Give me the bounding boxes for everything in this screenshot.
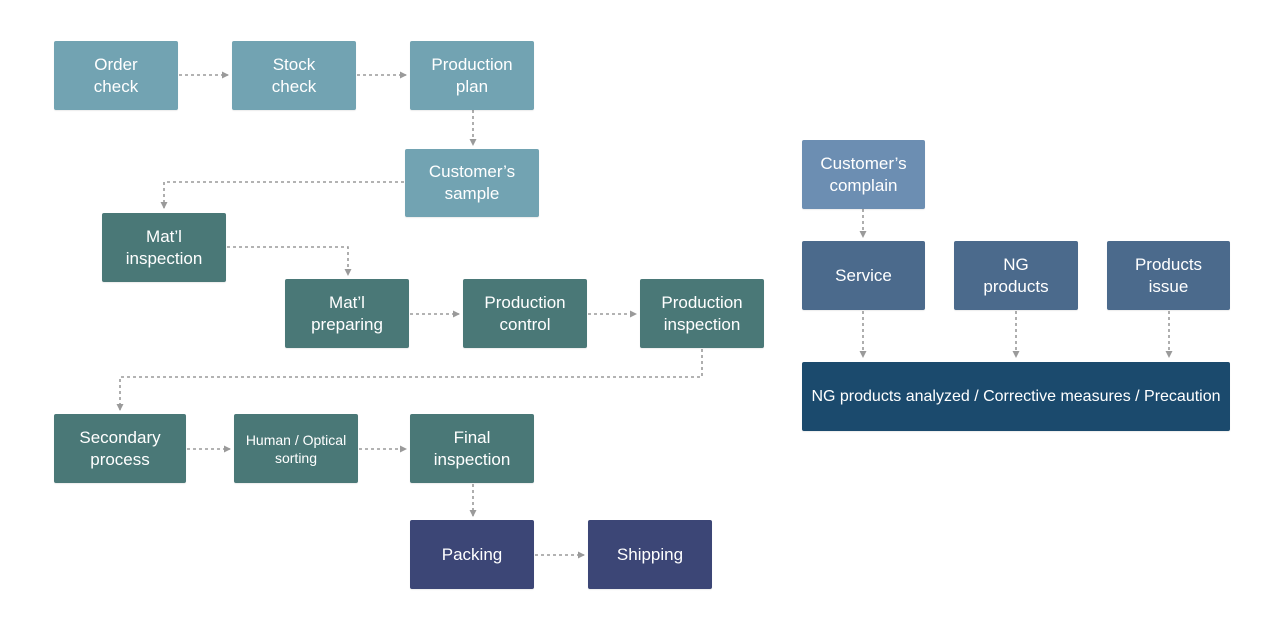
node-packing-label: Packing (441, 544, 503, 564)
node-production-control: Production control (463, 279, 587, 348)
node-products-issue: Products issue (1107, 241, 1230, 310)
node-matl-preparing-label: Mat’l preparing (311, 292, 383, 334)
node-customer-sample-label: Customer’s sample (428, 162, 516, 203)
node-ng-analysis: NG products analyzed / Corrective measur… (802, 362, 1230, 431)
node-matl-inspection-label: Mat’l inspection (125, 226, 203, 268)
arrow-sample-to-matl-inspection (160, 181, 404, 209)
node-matl-inspection: Mat’l inspection (102, 213, 226, 282)
node-sorting-label: Human / Optical sorting (245, 431, 347, 466)
node-secondary-process-label: Secondary process (79, 427, 161, 469)
node-customer-complain-label: Customer’s complain (820, 153, 907, 195)
node-stock-check-label: Stock check (271, 54, 317, 96)
arrow-matl-inspection-to-preparing (227, 246, 352, 276)
node-production-inspection: Production inspection (640, 279, 764, 348)
node-ng-products-label: NG products (983, 254, 1049, 296)
node-shipping-label: Shipping (616, 544, 684, 564)
node-production-plan-label: Production plan (431, 54, 513, 96)
node-ng-products: NG products (954, 241, 1078, 310)
node-service: Service (802, 241, 925, 310)
node-sorting: Human / Optical sorting (234, 414, 358, 483)
node-secondary-process: Secondary process (54, 414, 186, 483)
node-shipping: Shipping (588, 520, 712, 589)
node-production-control-label: Production control (484, 292, 566, 334)
node-order-check: Order check (54, 41, 178, 110)
node-packing: Packing (410, 520, 534, 589)
node-production-inspection-label: Production inspection (661, 292, 743, 334)
node-production-plan: Production plan (410, 41, 534, 110)
node-final-inspection-label: Final inspection (433, 427, 511, 469)
node-matl-preparing: Mat’l preparing (285, 279, 409, 348)
node-customer-sample: Customer’s sample (405, 149, 539, 217)
node-stock-check: Stock check (232, 41, 356, 110)
node-customer-complain: Customer’s complain (802, 140, 925, 209)
node-final-inspection: Final inspection (410, 414, 534, 483)
arrow-inspection-to-secondary (116, 349, 703, 411)
node-order-check-label: Order check (93, 54, 139, 96)
node-service-label: Service (835, 265, 892, 285)
node-ng-analysis-label: NG products analyzed / Corrective measur… (811, 387, 1221, 405)
node-products-issue-label: Products issue (1134, 254, 1203, 296)
